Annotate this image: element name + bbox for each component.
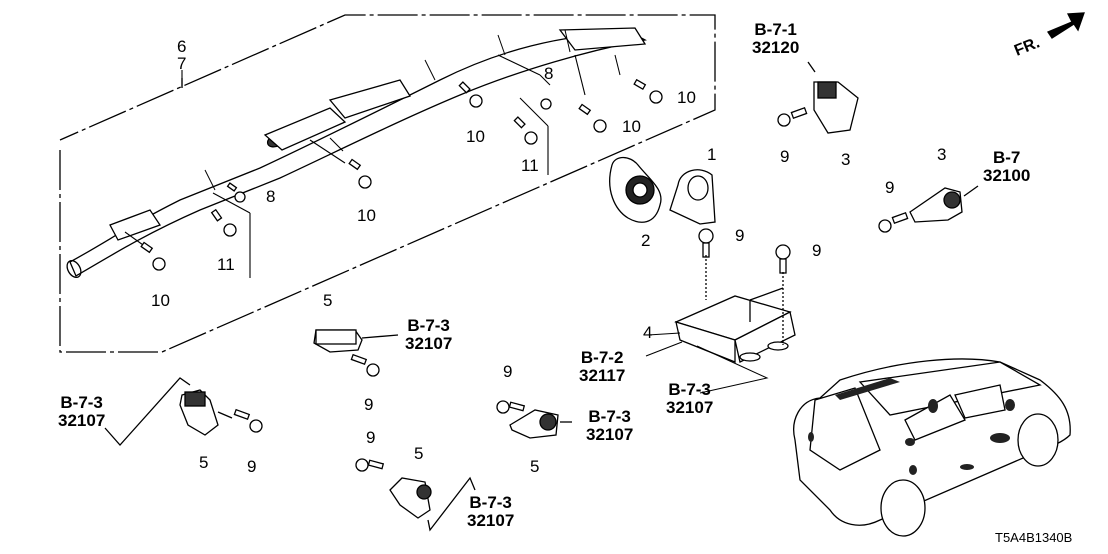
callout-5: 5: [530, 457, 540, 476]
ref-section: B-7-3: [60, 393, 103, 412]
callout-5: 5: [323, 291, 333, 310]
ref-section: B-7-3: [668, 380, 711, 399]
reference-b-7-3[interactable]: B-7-3 32107: [405, 317, 452, 353]
callout-4: 4: [643, 323, 653, 342]
callout-9: 9: [735, 226, 745, 245]
callout-3: 3: [937, 145, 947, 164]
bolt-icon[interactable]: [355, 458, 385, 472]
front-direction-arrow-icon: [1047, 12, 1085, 39]
callout-9: 9: [503, 362, 513, 381]
ref-part-no: 32107: [586, 425, 634, 444]
ref-part-no: 32120: [752, 38, 800, 57]
callout-2: 2: [641, 231, 651, 250]
bolt-icon[interactable]: [233, 408, 263, 433]
callout-10: 10: [151, 291, 170, 310]
ref-part-no: 32107: [467, 511, 515, 530]
side-impact-sensor-front[interactable]: [909, 185, 979, 223]
bolt-icon[interactable]: [698, 228, 714, 258]
callout-7: 7: [177, 54, 187, 73]
reference-b-7-3[interactable]: B-7-3 32107: [467, 494, 514, 530]
ref-section: B-7-3: [407, 316, 450, 335]
callout-10: 10: [677, 88, 696, 107]
ref-part-no: 32107: [666, 398, 714, 417]
impact-sensor-5d[interactable]: [389, 476, 476, 532]
callout-9: 9: [247, 457, 257, 476]
callout-8: 8: [266, 187, 276, 206]
ref-part-no: 32100: [983, 166, 1031, 185]
impact-sensor-5a[interactable]: [313, 329, 399, 353]
callout-1: 1: [707, 145, 717, 164]
ref-section: B-7: [992, 148, 1021, 167]
reference-b-7-3[interactable]: B-7-3 32107: [666, 381, 713, 417]
bolt-icon[interactable]: [540, 98, 552, 110]
ref-part-no: 32117: [579, 366, 626, 385]
reference-b-7-3[interactable]: B-7-3 32107: [586, 408, 633, 444]
impact-sensor-5c[interactable]: [509, 409, 572, 439]
bolt-icon[interactable]: [210, 208, 237, 237]
vehicle-location-illustration: [793, 358, 1071, 537]
front-impact-sensor[interactable]: [807, 61, 859, 134]
ref-section: B-7-3: [588, 407, 631, 426]
callout-11: 11: [521, 156, 539, 175]
ref-section: B-7-3: [469, 493, 512, 512]
reference-b-7-2[interactable]: B-7-2 32117: [579, 349, 625, 385]
reference-b-7-1[interactable]: B-7-1 32120: [752, 21, 799, 57]
callout-8: 8: [544, 64, 554, 83]
callout-6: 6: [177, 37, 187, 56]
callout-10: 10: [466, 127, 485, 146]
bolt-icon[interactable]: [348, 158, 372, 189]
bolt-icon[interactable]: [350, 353, 380, 377]
callout-9: 9: [812, 241, 822, 260]
callout-10: 10: [622, 117, 641, 136]
curtain-airbag[interactable]: [64, 27, 647, 280]
bolt-icon[interactable]: [226, 182, 246, 203]
ref-part-no: 32107: [58, 411, 106, 430]
bolt-icon[interactable]: [578, 103, 607, 133]
srs-control-unit[interactable]: [674, 255, 796, 363]
bolt-icon[interactable]: [633, 78, 663, 104]
ref-part-no: 32107: [405, 334, 453, 353]
bolt-icon[interactable]: [777, 106, 808, 127]
bolt-icon[interactable]: [458, 81, 483, 108]
bolt-icon[interactable]: [878, 211, 909, 233]
impact-sensor-5b[interactable]: [104, 377, 233, 446]
callout-11: 11: [217, 255, 235, 274]
callout-9: 9: [885, 178, 895, 197]
ref-section: B-7-2: [580, 348, 624, 367]
group-boundary: [59, 14, 716, 353]
callout-9: 9: [366, 428, 376, 447]
callout-9: 9: [364, 395, 374, 414]
callout-3: 3: [841, 150, 851, 169]
diagram-code: T5A4B1340B: [995, 530, 1073, 545]
reference-b-7-3[interactable]: B-7-3 32107: [58, 394, 105, 430]
ref-section: B-7-1: [754, 20, 797, 39]
bolt-icon[interactable]: [513, 116, 538, 145]
bolts: [140, 78, 909, 472]
callout-10: 10: [357, 206, 376, 225]
clock-spring[interactable]: [609, 156, 662, 223]
bolt-icon[interactable]: [140, 241, 166, 271]
bolt-icon[interactable]: [775, 244, 791, 274]
callout-5: 5: [199, 453, 209, 472]
steering-sensor-ring[interactable]: [669, 169, 716, 225]
callout-5: 5: [414, 444, 424, 463]
reference-b-7[interactable]: B-7 32100: [983, 149, 1030, 185]
callout-9: 9: [780, 147, 790, 166]
bolt-icon[interactable]: [496, 400, 526, 414]
